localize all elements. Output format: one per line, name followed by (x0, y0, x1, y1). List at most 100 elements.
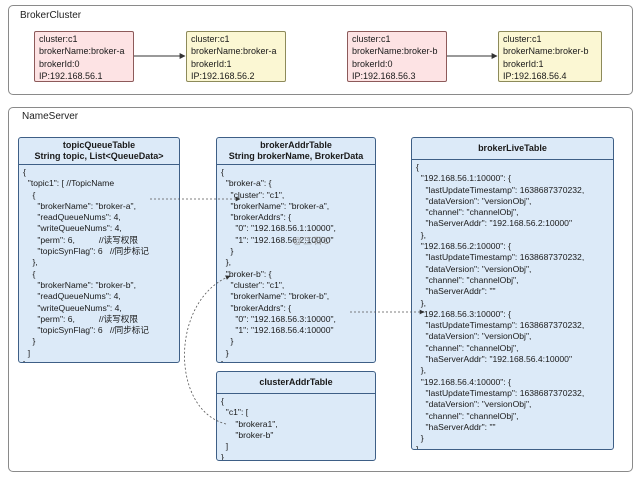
code-line: "cluster": "c1", (221, 279, 285, 290)
code-line: "broker-b" (221, 429, 274, 440)
code-line: "channel": "channelObj", (416, 274, 519, 285)
broker-a-slave-node: cluster:c1 brokerName:broker-a brokerId:… (186, 31, 286, 82)
code-line: "192.168.56.2:10000": { (416, 241, 511, 252)
code-line: "lastUpdateTimestamp": 1638687370232, (416, 252, 585, 263)
broker-addr-table-body: { "broker-a": { "cluster": "c1", "broker… (217, 165, 375, 362)
code-line: } (221, 347, 229, 358)
code-line: "brokerName": "broker-a", (221, 200, 330, 211)
table-title: brokerLiveTable (478, 143, 547, 153)
code-line: } (221, 359, 371, 362)
code-line: "dataVersion": "versionObj", (416, 263, 532, 274)
code-line: "1": "192.168.56.4:10000" (221, 325, 334, 336)
code-line: { (221, 167, 224, 177)
code-line: "haServerAddr": "" (416, 421, 496, 432)
code-line: "channel": "channelObj", (416, 207, 519, 218)
code-line: } (23, 359, 175, 362)
code-line: "writeQueueNums": 4, (23, 302, 122, 313)
code-line: ] (221, 441, 229, 452)
code-line: "writeQueueNums": 4, (23, 223, 122, 234)
node-line: brokerName:broker-b (352, 46, 438, 57)
broker-b-master-node: cluster:c1 brokerName:broker-b brokerId:… (347, 31, 447, 82)
code-line: } (23, 336, 36, 347)
broker-cluster-label: BrokerCluster (20, 10, 82, 21)
node-line: cluster:c1 (191, 34, 230, 44)
code-line: } (416, 433, 424, 444)
code-line: "topic1": [ //TopicName (23, 178, 115, 189)
code-line: }, (221, 257, 232, 268)
broker-b-slave-node: cluster:c1 brokerName:broker-b brokerId:… (498, 31, 602, 82)
code-line: "lastUpdateTimestamp": 1638687370232, (416, 320, 585, 331)
code-line: "dataVersion": "versionObj", (416, 195, 532, 206)
code-line: "readQueueNums": 4, (23, 212, 121, 223)
broker-live-table: brokerLiveTable { "192.168.56.1:10000": … (411, 137, 614, 450)
table-subtitle: String topic, List<QueueData> (34, 151, 164, 161)
code-line: } (221, 452, 224, 461)
node-line: IP:192.168.56.4 (503, 70, 567, 81)
code-line: "perm": 6, //读写权限 (23, 313, 138, 324)
code-line: "channel": "channelObj", (416, 342, 519, 353)
code-line: "topicSynFlag": 6 //同步标记 (23, 246, 149, 257)
node-line: brokerName:broker-a (39, 46, 125, 57)
code-line: "readQueueNums": 4, (23, 291, 121, 302)
code-line: }, (416, 365, 427, 376)
code-line: "brokerName": "broker-a", (23, 200, 136, 211)
cluster-addr-table-header: clusterAddrTable (217, 372, 375, 394)
code-line: "192.168.56.1:10000": { (416, 173, 511, 184)
code-line: ] (23, 347, 31, 358)
code-line: } (221, 336, 234, 347)
node-line: brokerId:0 (39, 58, 80, 69)
code-line: "cluster": "c1", (221, 189, 285, 200)
cluster-addr-table: clusterAddrTable { "c1": [ "brokera1", "… (216, 371, 376, 461)
node-line: brokerId:1 (503, 58, 544, 69)
code-line: "brokera1", (221, 418, 278, 429)
table-subtitle: String brokerName, BrokerData (228, 151, 364, 161)
node-line: brokerId:1 (191, 58, 232, 69)
node-line: brokerName:broker-a (191, 46, 277, 57)
link-cluster-to-broker-b (184, 275, 231, 425)
code-line: "perm": 6, //读写权限 (23, 234, 138, 245)
code-line: }, (23, 257, 38, 268)
code-line: } (416, 444, 419, 450)
code-line: "haServerAddr": "" (416, 286, 496, 297)
watermark-text: @三石C (293, 236, 331, 246)
code-line: { (23, 268, 36, 279)
code-line: { (23, 167, 26, 177)
code-line: "brokerAddrs": { (221, 302, 292, 313)
node-line: cluster:c1 (503, 34, 542, 44)
code-line: }, (416, 229, 427, 240)
node-line: brokerName:broker-b (503, 46, 589, 57)
broker-a-master-node: cluster:c1 brokerName:broker-a brokerId:… (34, 31, 134, 82)
code-line: "c1": [ (221, 407, 249, 418)
code-line: "192.168.56.3:10000": { (416, 308, 511, 319)
node-line: IP:192.168.56.1 (39, 70, 103, 81)
code-line: } (221, 246, 234, 257)
broker-live-table-header: brokerLiveTable (412, 138, 613, 160)
broker-addr-table-header: brokerAddrTable String brokerName, Broke… (217, 138, 375, 165)
code-line: "0": "192.168.56.1:10000", (221, 223, 336, 234)
code-line: "lastUpdateTimestamp": 1638687370232, (416, 387, 585, 398)
table-title: clusterAddrTable (259, 377, 333, 387)
node-line: IP:192.168.56.3 (352, 70, 416, 81)
topic-queue-table-header: topicQueueTable String topic, List<Queue… (19, 138, 179, 165)
code-line: "brokerAddrs": { (221, 212, 292, 223)
code-line: }, (416, 297, 427, 308)
broker-live-table-body: { "192.168.56.1:10000": { "lastUpdateTim… (412, 160, 613, 450)
code-line: "broker-a": { (221, 178, 272, 189)
table-title: topicQueueTable (62, 140, 136, 150)
code-line: "1": "192.168.56.2:10000" (221, 234, 334, 245)
code-line: "brokerName": "broker-b", (23, 279, 136, 290)
table-title: brokerAddrTable (260, 140, 332, 150)
broker-addr-table: brokerAddrTable String brokerName, Broke… (216, 137, 376, 363)
code-line: { (416, 162, 419, 172)
node-line: brokerId:0 (352, 58, 393, 69)
topic-queue-table: topicQueueTable String topic, List<Queue… (18, 137, 180, 363)
code-line: "haServerAddr": "192.168.56.4:10000" (416, 354, 573, 365)
code-line: "192.168.56.4:10000": { (416, 376, 511, 387)
code-line: { (23, 189, 36, 200)
code-line: "topicSynFlag": 6 //同步标记 (23, 325, 149, 336)
name-server-label: NameServer (22, 111, 79, 122)
code-line: "channel": "channelObj", (416, 410, 519, 421)
node-line: IP:192.168.56.2 (191, 70, 255, 81)
code-line: "broker-b": { (221, 268, 272, 279)
